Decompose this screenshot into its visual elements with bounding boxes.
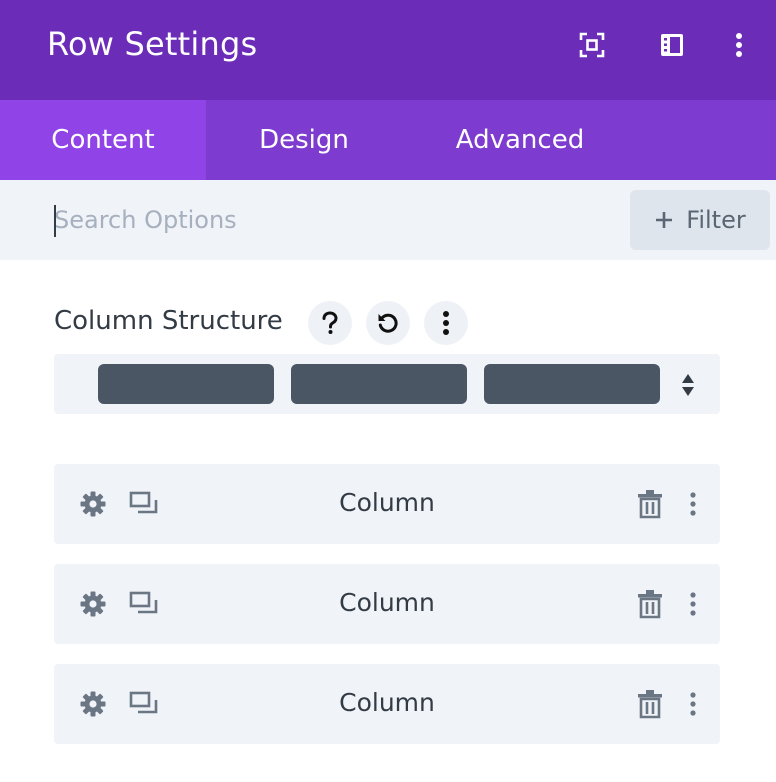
structure-column-preview xyxy=(98,364,274,404)
trash-icon[interactable] xyxy=(635,589,665,619)
gear-icon[interactable] xyxy=(78,689,108,719)
search-input[interactable] xyxy=(54,200,614,240)
focus-frame-icon[interactable] xyxy=(577,30,607,60)
more-vertical-icon[interactable] xyxy=(678,489,708,519)
more-vertical-icon[interactable] xyxy=(678,689,708,719)
modal-header: Row Settings xyxy=(0,0,776,100)
duplicate-icon[interactable] xyxy=(129,689,159,719)
sidebar-panel-icon[interactable] xyxy=(657,30,687,60)
plus-icon xyxy=(656,212,673,228)
structure-column-preview xyxy=(484,364,660,404)
gear-icon[interactable] xyxy=(78,489,108,519)
tab-design[interactable]: Design xyxy=(259,125,349,155)
column-row[interactable]: Column xyxy=(54,564,720,644)
select-arrows-icon xyxy=(682,374,694,396)
help-button[interactable] xyxy=(308,301,352,345)
structure-more-button[interactable] xyxy=(424,301,468,345)
modal-title: Row Settings xyxy=(47,25,258,63)
structure-column-preview xyxy=(291,364,467,404)
more-vertical-icon xyxy=(443,311,449,335)
filter-button[interactable]: Filter xyxy=(630,190,770,250)
settings-tabs: Content Design Advanced xyxy=(0,100,776,180)
trash-icon[interactable] xyxy=(635,489,665,519)
more-vertical-icon[interactable] xyxy=(678,589,708,619)
more-vertical-icon[interactable] xyxy=(724,30,754,60)
duplicate-icon[interactable] xyxy=(129,489,159,519)
column-structure-select[interactable] xyxy=(54,354,720,414)
duplicate-icon[interactable] xyxy=(129,589,159,619)
column-structure-label: Column Structure xyxy=(54,306,283,336)
text-caret xyxy=(54,205,56,237)
column-row[interactable]: Column xyxy=(54,664,720,744)
tab-advanced[interactable]: Advanced xyxy=(455,125,585,155)
tab-content[interactable]: Content xyxy=(0,100,206,180)
reset-icon xyxy=(378,313,398,333)
gear-icon[interactable] xyxy=(78,589,108,619)
reset-button[interactable] xyxy=(366,301,410,345)
trash-icon[interactable] xyxy=(635,689,665,719)
column-row[interactable]: Column xyxy=(54,464,720,544)
filter-label: Filter xyxy=(686,206,746,234)
help-icon xyxy=(322,311,338,334)
